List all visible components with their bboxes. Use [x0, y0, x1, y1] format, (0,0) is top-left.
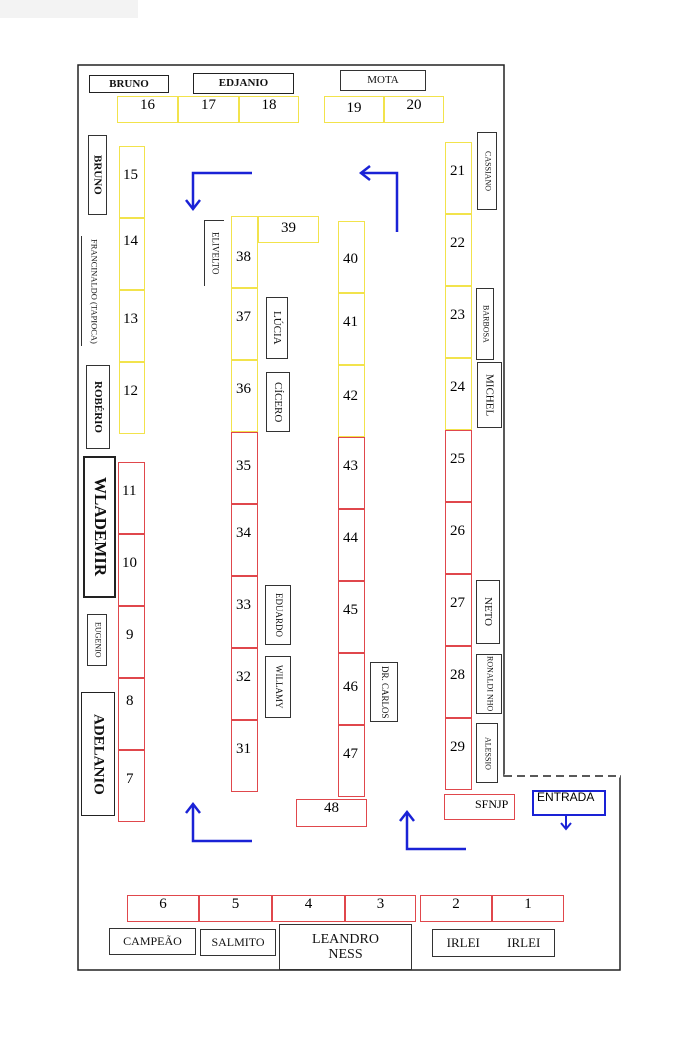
- vendor-irlei-box: IRLEI IRLEI: [432, 929, 555, 957]
- stall-10: 10: [118, 534, 145, 606]
- stall-40: 40: [338, 221, 365, 293]
- stall-5: 5: [199, 895, 272, 922]
- stall-22: 22: [445, 214, 472, 286]
- vendor-bruno-top: BRUNO: [89, 75, 169, 93]
- stall-47: 47: [338, 725, 365, 797]
- stall-21: 21: [445, 142, 472, 214]
- vendor-bruno-side: BRUNO: [88, 135, 107, 215]
- stall-27: 27: [445, 574, 472, 646]
- stall-4: 4: [272, 895, 345, 922]
- stall-41: 41: [338, 293, 365, 365]
- stall-14: 14: [119, 218, 145, 290]
- arrow-entrance: [560, 816, 572, 831]
- arrow-bottom-left: [185, 801, 252, 843]
- vendor-willamy: WILLAMY: [265, 656, 291, 718]
- vendor-cicero: CÍCERO: [266, 372, 290, 432]
- vendor-michel: MICHEL: [477, 362, 502, 428]
- entrance-label: ENTRADA: [537, 790, 595, 804]
- vendor-leandro-ness: LEANDRO NESS: [279, 924, 412, 970]
- stall-28: 28: [445, 646, 472, 718]
- stall-32: 32: [231, 648, 258, 720]
- vendor-neto: NETO: [476, 580, 500, 644]
- vendor-irlei-1: IRLEI: [446, 934, 480, 950]
- stall-8: 8: [118, 678, 145, 750]
- stall-15: 15: [119, 146, 145, 218]
- stall-2: 2: [420, 895, 492, 922]
- stall-31: 31: [231, 720, 258, 792]
- stall-35: 35: [231, 432, 258, 504]
- arrow-top-right: [358, 165, 399, 232]
- stall-12: 12: [119, 362, 145, 434]
- stall-18: 18: [239, 96, 299, 123]
- vendor-elivelto: ELIVELTO: [204, 220, 224, 286]
- stall-19: 19: [324, 96, 384, 123]
- stall-39: 39: [258, 216, 319, 243]
- stall-1: 1: [492, 895, 564, 922]
- stall-6: 6: [127, 895, 199, 922]
- stall-20: 20: [384, 96, 444, 123]
- vendor-ronaldinho: RONALDI NHO: [476, 654, 502, 714]
- vendor-eugenio: EUGENIO: [87, 614, 107, 666]
- stall-sfnjp: SFNJP: [444, 794, 515, 820]
- vendor-dr-carlos: DR. CARLOS: [370, 662, 398, 722]
- vendor-edjanio: EDJANIO: [193, 73, 294, 94]
- stall-26: 26: [445, 502, 472, 574]
- stall-33: 33: [231, 576, 258, 648]
- vendor-irlei-2: IRLEI: [507, 934, 541, 950]
- entrance-box: ENTRADA: [532, 790, 606, 816]
- stall-42: 42: [338, 365, 365, 437]
- vendor-wlademir: WLADEMIR: [83, 456, 116, 598]
- stall-48: 48: [296, 799, 367, 827]
- stall-23: 23: [445, 286, 472, 358]
- vendor-eduardo: EDUARDO: [265, 585, 291, 645]
- vendor-adelanio: ADELANIO: [81, 692, 115, 816]
- stall-17: 17: [178, 96, 239, 123]
- vendor-cassiano: CASSIANO: [477, 132, 497, 210]
- vendor-lucia: LÚCIA: [266, 297, 288, 359]
- stall-9: 9: [118, 606, 145, 678]
- stall-24: 24: [445, 358, 472, 430]
- top-strip: [0, 0, 138, 18]
- arrow-top-left: [185, 171, 252, 212]
- vendor-barbosa: BARBOSA: [476, 288, 494, 360]
- stall-38: 38: [231, 216, 258, 288]
- stall-36: 36: [231, 360, 258, 432]
- vendor-mota: MOTA: [340, 70, 426, 91]
- vendor-roberio: ROBÉRIO: [86, 365, 110, 449]
- stall-25: 25: [445, 430, 472, 502]
- stall-3: 3: [345, 895, 416, 922]
- stall-34: 34: [231, 504, 258, 576]
- vendor-francinaldo: FRANCINALDO (TAPIOCA): [81, 236, 106, 346]
- vendor-alessio: ALESSIO: [476, 723, 498, 783]
- stall-7: 7: [118, 750, 145, 822]
- stall-46: 46: [338, 653, 365, 725]
- stall-11: 11: [118, 462, 145, 534]
- stall-37: 37: [231, 288, 258, 360]
- stall-43: 43: [338, 437, 365, 509]
- arrow-bottom-right: [399, 809, 466, 851]
- stall-45: 45: [338, 581, 365, 653]
- vendor-salmito: SALMITO: [200, 929, 276, 956]
- stall-13: 13: [119, 290, 145, 362]
- vendor-campeao: CAMPEÃO: [109, 928, 196, 955]
- stall-16: 16: [117, 96, 178, 123]
- stall-44: 44: [338, 509, 365, 581]
- stall-29: 29: [445, 718, 472, 790]
